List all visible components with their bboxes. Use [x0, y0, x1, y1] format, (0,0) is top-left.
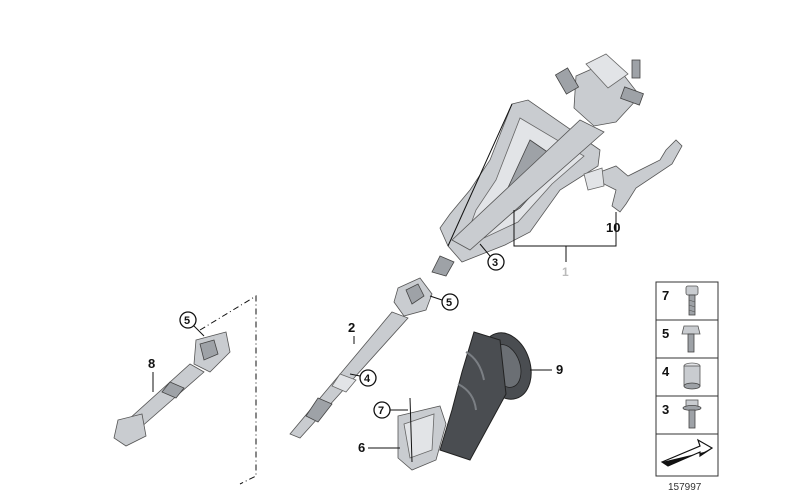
label-part-1: 1 [562, 265, 569, 279]
steering-column [431, 53, 644, 277]
svg-text:5: 5 [446, 297, 452, 309]
gaiter-part-9 [439, 331, 532, 461]
hex-bolt-icon [681, 325, 701, 353]
svg-text:6: 6 [358, 440, 365, 455]
label-part-3: 3 [479, 243, 505, 271]
universal-joint-part-5-upper [393, 277, 433, 317]
label-part-10: 10 [606, 220, 620, 235]
svg-text:3: 3 [492, 257, 498, 269]
label-part-5-left: 5 [179, 311, 205, 337]
shaft-part-2 [289, 311, 409, 439]
bracket-part-10 [583, 139, 683, 213]
label-part-4: 4 [349, 369, 377, 387]
legend-num-5: 5 [662, 326, 669, 341]
svg-text:7: 7 [378, 405, 384, 417]
svg-text:4: 4 [364, 373, 371, 385]
svg-text:9: 9 [556, 362, 563, 377]
legend-num-7: 7 [662, 288, 669, 303]
shaft-part-8 [113, 331, 231, 447]
cap-screw-icon [685, 285, 699, 316]
assembly-bracket-line [513, 210, 617, 247]
sleeve-nut-icon [683, 362, 701, 390]
direction-arrow-icon [660, 438, 714, 467]
flange-bolt-icon [682, 399, 702, 429]
label-part-8: 8 [148, 356, 155, 392]
legend-num-4: 4 [662, 364, 670, 379]
label-part-5-upper: 5 [429, 293, 459, 311]
legend-num-3: 3 [662, 402, 669, 417]
svg-text:5: 5 [184, 315, 190, 327]
label-part-7: 7 [373, 401, 408, 419]
dash-dot-guide [199, 295, 257, 485]
clip-part-6 [397, 397, 447, 471]
label-part-2: 2 [348, 320, 355, 335]
fastener-legend: 7 5 4 3 [655, 281, 719, 477]
label-part-9: 9 [530, 362, 563, 377]
svg-text:8: 8 [148, 356, 155, 371]
label-part-6: 6 [358, 440, 400, 455]
document-number: 157997 [668, 482, 702, 493]
